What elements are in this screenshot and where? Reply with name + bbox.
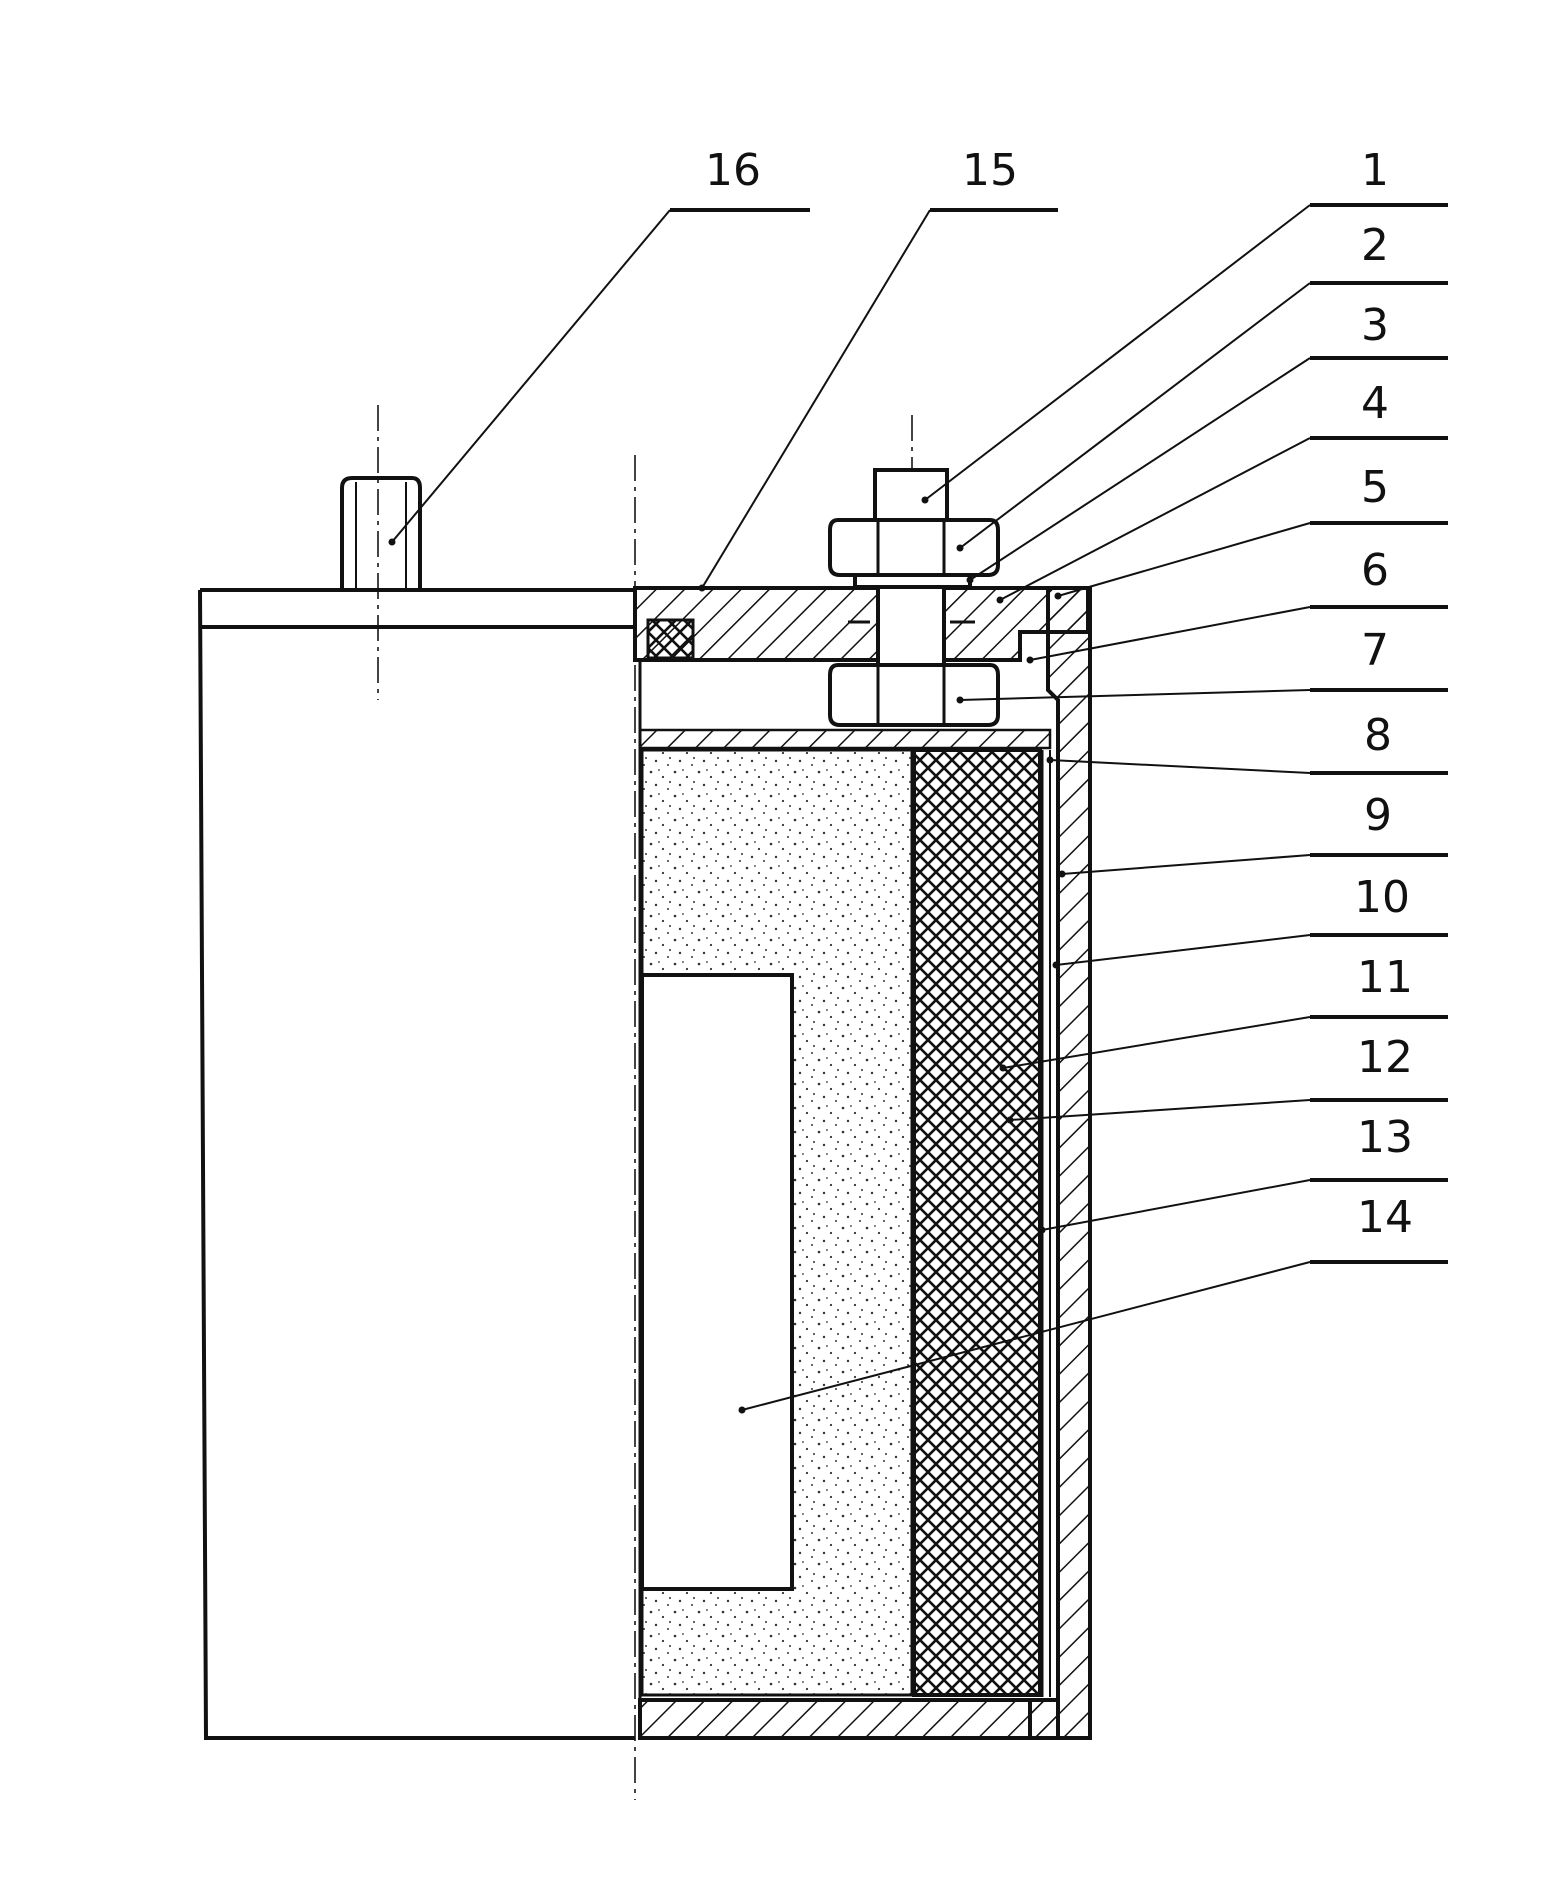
leader-line bbox=[741, 1261, 1311, 1411]
leader-line bbox=[391, 209, 671, 543]
left-terminal bbox=[340, 476, 422, 590]
part-label-13: 13 bbox=[1357, 1112, 1413, 1163]
leader-line bbox=[1049, 759, 1311, 774]
leader-dot bbox=[1054, 592, 1062, 600]
leader-dot bbox=[388, 538, 396, 546]
part-label-7: 7 bbox=[1361, 625, 1389, 676]
leader-lines bbox=[388, 203, 1448, 1414]
part-label-14: 14 bbox=[1357, 1192, 1413, 1243]
outer-view bbox=[198, 588, 635, 1740]
leader-dot bbox=[966, 576, 974, 584]
part-label-16: 16 bbox=[705, 145, 761, 196]
leader-line bbox=[999, 437, 1311, 601]
leader-line bbox=[969, 357, 1311, 581]
leader-dot bbox=[996, 596, 1004, 604]
part-label-1: 1 bbox=[1361, 145, 1389, 196]
leader-dot bbox=[999, 1064, 1007, 1072]
leader-line bbox=[924, 204, 1311, 501]
leader-dot bbox=[921, 496, 929, 504]
part-label-11: 11 bbox=[1357, 952, 1413, 1003]
part-label-12: 12 bbox=[1357, 1032, 1413, 1083]
section-view bbox=[633, 586, 1092, 1740]
part-label-4: 4 bbox=[1361, 378, 1389, 429]
leader-line bbox=[959, 689, 1311, 701]
leader-dot bbox=[738, 1406, 746, 1414]
part-label-6: 6 bbox=[1361, 545, 1389, 596]
leader-dot bbox=[1046, 756, 1054, 764]
part-label-2: 2 bbox=[1361, 220, 1389, 271]
leader-line bbox=[1055, 934, 1311, 966]
part-label-15: 15 bbox=[962, 145, 1018, 196]
leader-dot bbox=[1052, 961, 1060, 969]
leader-line bbox=[1057, 522, 1311, 597]
leader-dot bbox=[1006, 1116, 1014, 1124]
leader-line bbox=[1041, 1179, 1311, 1231]
leader-line bbox=[1002, 1016, 1311, 1069]
leader-line bbox=[959, 282, 1311, 549]
leader-dot bbox=[1058, 870, 1066, 878]
leader-line bbox=[1029, 606, 1311, 661]
part-label-5: 5 bbox=[1361, 462, 1389, 513]
part-label-3: 3 bbox=[1361, 300, 1389, 351]
leader-dot bbox=[1038, 1226, 1046, 1234]
leader-dot bbox=[1026, 656, 1034, 664]
leader-line bbox=[701, 209, 931, 589]
leader-line bbox=[1061, 854, 1311, 875]
leader-dot bbox=[956, 696, 964, 704]
part-label-8: 8 bbox=[1364, 710, 1392, 761]
part-label-10: 10 bbox=[1354, 872, 1410, 923]
leader-dot bbox=[956, 544, 964, 552]
bolt-assembly bbox=[828, 468, 1000, 727]
leader-line bbox=[1009, 1099, 1311, 1121]
part-label-9: 9 bbox=[1364, 790, 1392, 841]
leader-dot bbox=[698, 584, 706, 592]
